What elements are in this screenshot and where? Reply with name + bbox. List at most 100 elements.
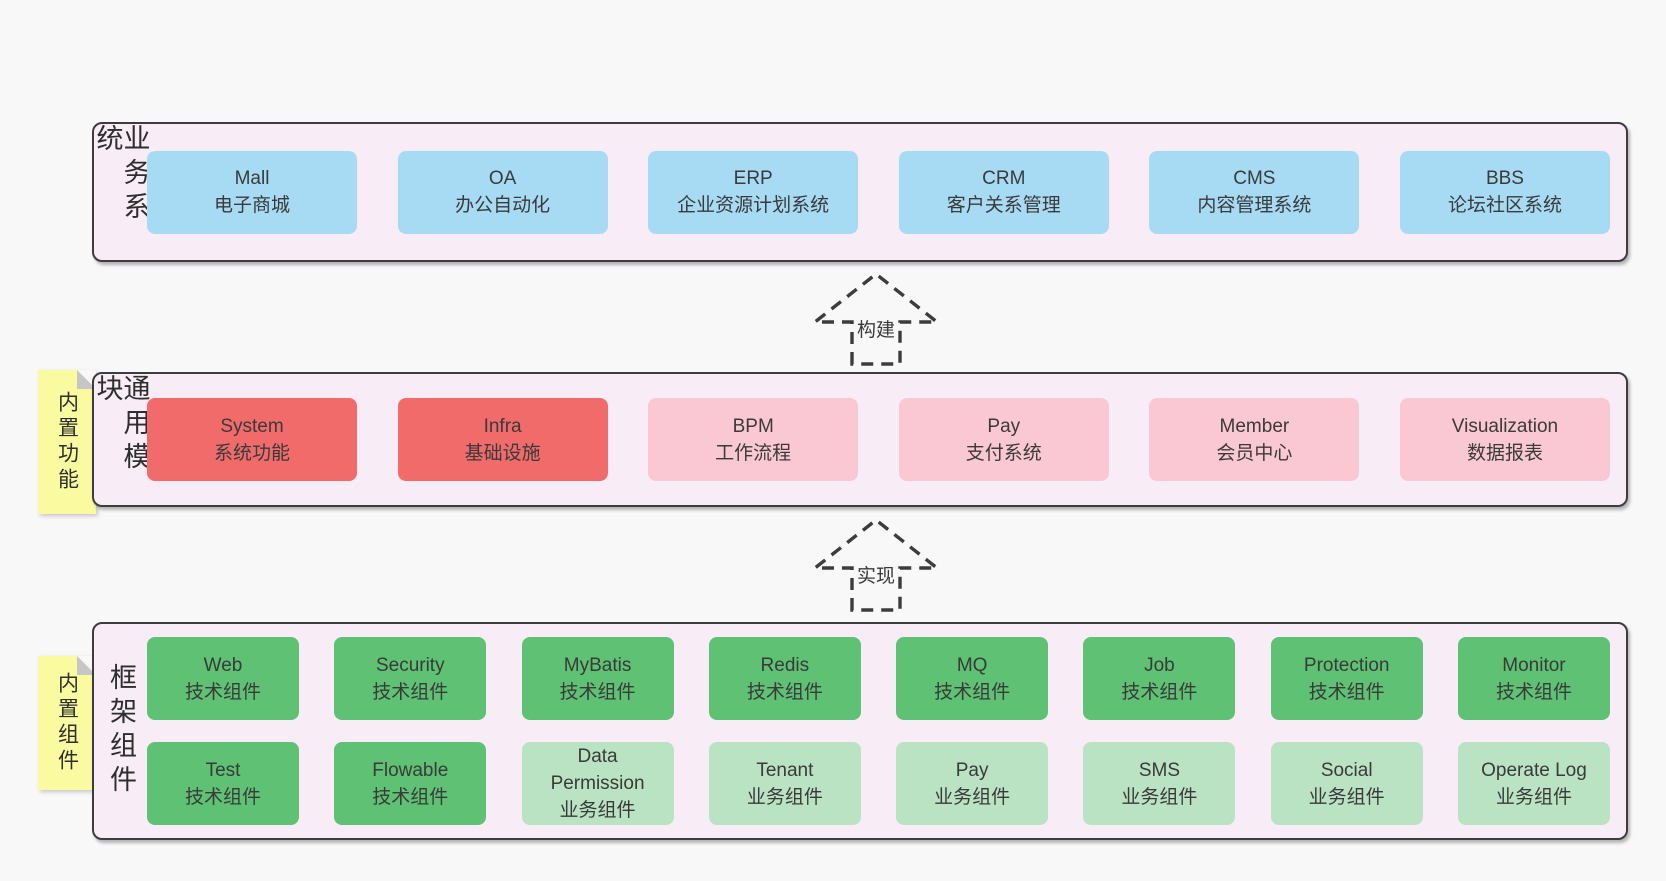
box-title: Infra (483, 415, 522, 437)
box-subtitle: 企业资源计划系统 (677, 195, 830, 216)
box-title: Protection (1303, 654, 1390, 676)
box-subtitle: 业务组件 (1308, 786, 1385, 808)
box-title: BBS (1485, 168, 1524, 189)
arrow-build: 构建 (811, 270, 941, 368)
box-title: CMS (1233, 168, 1276, 189)
box-erp: ERP 企业资源计划系统 (648, 150, 859, 234)
box-visualization: Visualization 数据报表 (1399, 398, 1610, 481)
box-subtitle: 技术组件 (184, 681, 261, 703)
arrow-label: 构建 (853, 314, 899, 343)
box-title: Security (375, 654, 445, 676)
box-member: Member 会员中心 (1149, 398, 1360, 481)
sticky-note-builtin-components: 内置组件 (38, 656, 96, 790)
box-subtitle: 技术组件 (559, 681, 636, 703)
box-title: Monitor (1502, 654, 1566, 676)
arrow-label: 实现 (853, 560, 899, 589)
sticky-note-builtin-features: 内置功能 (38, 370, 96, 514)
box-mall: Mall 电子商城 (147, 150, 357, 234)
box-subtitle: 业务组件 (1121, 786, 1198, 808)
box-subtitle: 技术组件 (372, 786, 449, 808)
sticky-note-label: 内置组件 (55, 671, 79, 775)
box-subtitle: 业务组件 (1495, 786, 1572, 808)
box-subtitle: 技术组件 (1308, 681, 1385, 703)
box-title: Pay (987, 415, 1021, 437)
box-title: Visualization (1451, 415, 1559, 437)
box-operate-log: Operate Log 业务组件 (1457, 742, 1610, 825)
box-title: MQ (956, 654, 988, 676)
box-subtitle: 业务组件 (934, 786, 1011, 808)
box-subtitle: 业务组件 (746, 786, 823, 808)
box-monitor: Monitor 技术组件 (1457, 637, 1610, 720)
box-subtitle: 业务组件 (559, 800, 636, 821)
box-subtitle: 数据报表 (1466, 442, 1543, 464)
box-subtitle: 论坛社区系统 (1447, 195, 1562, 216)
box-sms: SMS 业务组件 (1083, 742, 1236, 825)
box-security: Security 技术组件 (334, 637, 487, 720)
box-subtitle: 客户关系管理 (946, 195, 1061, 216)
box-subtitle: 技术组件 (934, 681, 1011, 703)
panel-title: 业务系统 (92, 124, 150, 227)
box-subtitle: 技术组件 (1495, 681, 1572, 703)
box-web: Web 技术组件 (147, 637, 299, 720)
box-mybatis: MyBatis 技术组件 (521, 637, 674, 720)
box-mq: MQ 技术组件 (896, 637, 1049, 720)
box-protection: Protection 技术组件 (1270, 637, 1423, 720)
box-title: Web (203, 654, 243, 676)
box-title: SMS (1138, 759, 1180, 781)
box-infra: Infra 基础设施 (397, 398, 608, 481)
box-title: Flowable (372, 759, 449, 781)
box-subtitle: 会员中心 (1216, 442, 1293, 464)
box-subtitle: 技术组件 (746, 681, 823, 703)
box-title: CRM (982, 168, 1026, 189)
box-title: Redis (760, 654, 810, 676)
box-title: Member (1219, 415, 1290, 437)
box-pay: Pay 业务组件 (896, 742, 1049, 825)
box-title: BPM (732, 415, 774, 437)
panel-label-container: 通用模块 (92, 374, 150, 505)
panel-title: 框架组件 (106, 662, 136, 800)
box-social: Social 业务组件 (1270, 742, 1423, 825)
box-subtitle: 工作流程 (715, 442, 792, 464)
box-title: Test (205, 759, 241, 781)
box-title: Social (1320, 759, 1373, 781)
box-subtitle: 技术组件 (184, 786, 261, 808)
box-flowable: Flowable 技术组件 (334, 742, 487, 825)
box-subtitle: 基础设施 (464, 442, 541, 464)
dashed-up-arrow-icon (811, 271, 941, 366)
box-subtitle: 内容管理系统 (1197, 195, 1312, 216)
box-title: Tenant (756, 759, 814, 781)
box-crm: CRM 客户关系管理 (898, 150, 1109, 234)
box-title: Data Permission (550, 746, 645, 794)
box-subtitle: 电子商城 (213, 195, 290, 216)
panel-title: 通用模块 (92, 374, 150, 477)
dashed-up-arrow-icon (811, 517, 941, 612)
box-title: MyBatis (563, 654, 632, 676)
box-title: Operate Log (1481, 759, 1587, 781)
module-row: Test 技术组件 Flowable 技术组件 Data Permission 业务组件 T… (147, 742, 1610, 825)
panel-label-container: 框架组件 (94, 624, 147, 838)
panel-label-container: 业务系统 (92, 124, 150, 260)
box-title: OA (488, 168, 517, 189)
box-title: Mall (234, 168, 270, 189)
sticky-note-label: 内置功能 (55, 390, 79, 494)
box-title: Pay (955, 759, 989, 781)
box-subtitle: 技术组件 (372, 681, 449, 703)
arrow-implement: 实现 (811, 516, 941, 614)
box-title: System (220, 415, 284, 437)
box-test: Test 技术组件 (147, 742, 299, 825)
box-redis: Redis 技术组件 (708, 637, 861, 720)
box-title: ERP (733, 168, 773, 189)
